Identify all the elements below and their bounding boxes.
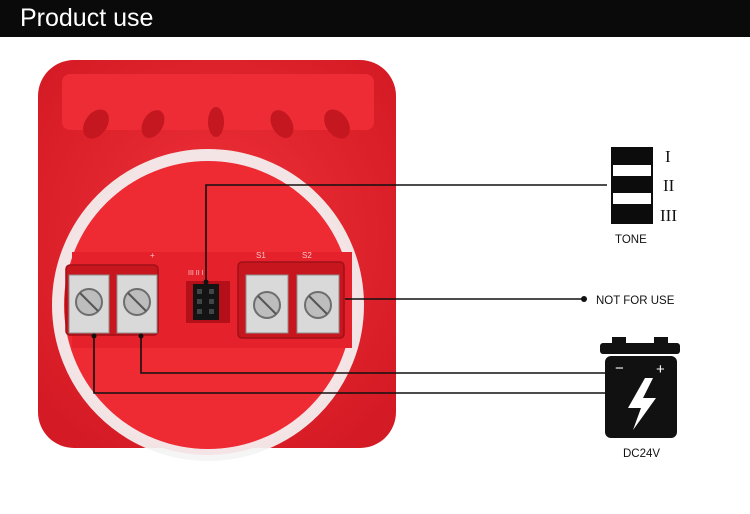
terminal-block-left: + <box>65 251 159 336</box>
mounting-slot <box>141 110 165 138</box>
device-top-panel <box>62 74 374 130</box>
tone-level-2: II <box>663 176 675 195</box>
mounting-slot <box>83 109 109 139</box>
mounting-slot <box>208 107 224 137</box>
not-for-use-label: NOT FOR USE <box>596 295 675 307</box>
tone-wire <box>205 184 607 282</box>
wiring-lines <box>93 184 607 394</box>
alarm-device <box>38 60 396 461</box>
header-bar: Product use <box>0 0 750 37</box>
tone-label: TONE <box>615 234 647 246</box>
lightning-icon <box>628 378 656 430</box>
battery-label: DC24V <box>623 448 660 460</box>
battery-icon: − + DC24V <box>600 337 680 460</box>
tone-switch-slot <box>613 193 651 204</box>
wiring-diagram: + III II I S1 S2 I <box>38 60 680 461</box>
tone-jumper: III II I <box>186 270 230 323</box>
battery-minus: − <box>615 360 624 377</box>
mounting-slot <box>324 109 350 139</box>
battery-plus: + <box>656 361 665 378</box>
jumper-header <box>193 284 219 320</box>
battery-wire-positive <box>140 336 605 374</box>
not-for-use-dot <box>581 296 587 302</box>
terminal-label-plus: + <box>150 251 155 260</box>
jumper-label: III II I <box>188 270 204 277</box>
battery-cap <box>600 343 680 354</box>
tone-level-1: I <box>665 147 671 166</box>
terminal-label-s1: S1 <box>256 251 266 260</box>
tone-selector: I II III TONE <box>611 147 677 246</box>
battery-wire-negative <box>93 336 605 394</box>
tone-switch <box>611 147 653 224</box>
tone-switch-slot <box>613 165 651 176</box>
terminal-block-right: S1 S2 <box>237 251 345 339</box>
terminal-label-s2: S2 <box>302 251 312 260</box>
mounting-slot <box>270 110 294 138</box>
tone-level-3: III <box>660 206 677 225</box>
page-title: Product use <box>20 4 154 32</box>
